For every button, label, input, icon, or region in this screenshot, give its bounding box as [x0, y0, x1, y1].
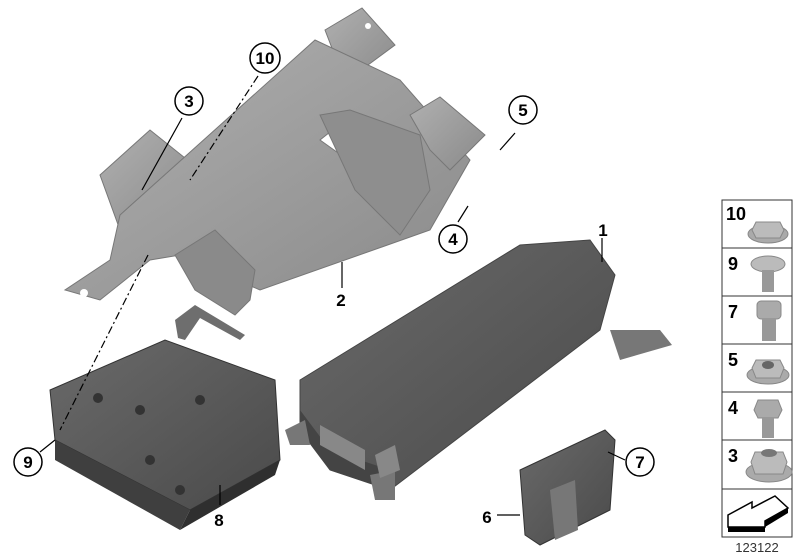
mounting-bracket [63, 7, 486, 340]
socket-cap-screw-icon [756, 300, 782, 341]
hardware-legend: 10 9 7 5 4 3 [721, 199, 793, 538]
legend-label: 3 [728, 446, 738, 466]
legend-label: 5 [728, 350, 738, 370]
callout-7: 7 [625, 447, 655, 477]
callout-label: 10 [256, 49, 275, 68]
tuner-module [49, 339, 281, 530]
callout-label: 5 [518, 101, 527, 120]
callout-8: 8 [214, 511, 223, 530]
legend-label: 7 [728, 302, 738, 322]
callout-9: 9 [13, 447, 43, 477]
torx-pan-screw-icon [750, 255, 786, 292]
leader-lines [39, 75, 626, 516]
callout-6: 6 [482, 508, 491, 527]
legend-row-3: 3 [728, 446, 793, 483]
legend-label: 10 [726, 204, 746, 224]
callout-label: 3 [184, 92, 193, 111]
diagram-reference-number: 123122 [735, 540, 778, 555]
callout-label: 4 [448, 230, 458, 249]
lock-nut-icon [745, 449, 793, 483]
callout-label: 7 [635, 453, 644, 472]
callout-10: 10 [249, 42, 281, 74]
legend-row-10: 10 [726, 204, 789, 244]
legend-row-9: 9 [728, 254, 786, 292]
callout-3: 3 [174, 86, 204, 116]
legend-row-7: 7 [728, 300, 782, 341]
callout-label: 8 [214, 511, 223, 530]
holder-bracket [519, 429, 616, 546]
legend-label: 4 [728, 398, 738, 418]
callout-label: 6 [482, 508, 491, 527]
callout-2: 2 [336, 291, 345, 310]
callout-label: 9 [23, 453, 32, 472]
front-direction-arrow-icon [727, 495, 790, 532]
callout-1: 1 [598, 221, 607, 240]
control-unit [285, 239, 672, 500]
hex-flange-bolt-icon [753, 399, 783, 438]
callout-label: 1 [598, 221, 607, 240]
legend-row-5: 5 [728, 350, 790, 385]
legend-row-4: 4 [728, 398, 783, 438]
callout-label: 2 [336, 291, 345, 310]
callout-4: 4 [438, 224, 468, 254]
callout-5: 5 [508, 95, 538, 125]
flange-nut-icon [747, 221, 789, 244]
legend-label: 9 [728, 254, 738, 274]
flange-nut-icon [746, 359, 790, 385]
